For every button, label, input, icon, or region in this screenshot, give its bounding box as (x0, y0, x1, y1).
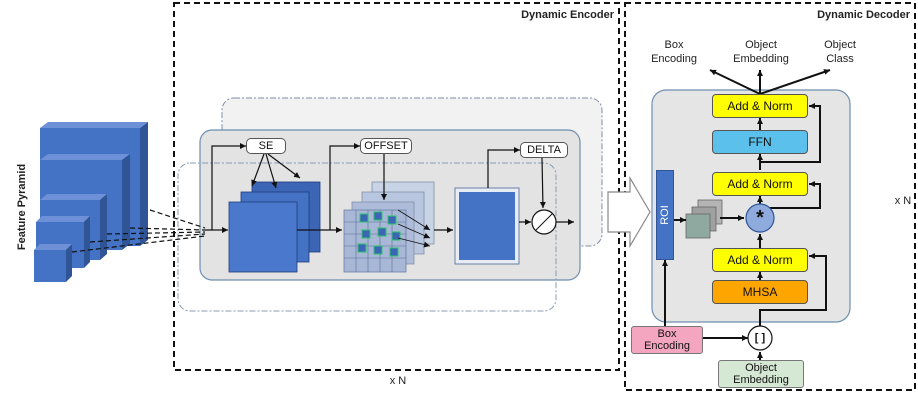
add-norm-low-block: Add & Norm (712, 248, 808, 272)
offset-block: OFFSET (360, 138, 412, 154)
encoder-panel-front (177, 162, 557, 312)
dynamic-decoder-title: Dynamic Decoder (817, 9, 910, 21)
encoder-to-decoder-arrow (607, 175, 651, 249)
concat-circle (747, 325, 773, 351)
object-embedding-input: Object Embedding (718, 360, 804, 388)
pyramid-cube-5 (34, 244, 72, 282)
output-box-encoding: Box Encoding (651, 39, 697, 65)
add-norm-mid-block: Add & Norm (712, 172, 808, 196)
se-feature-stack (228, 181, 321, 273)
feature-pyramid-label: Feature Pyramid (16, 163, 28, 251)
add-norm-top-block: Add & Norm (712, 94, 808, 118)
concat-symbol: [ ] (754, 332, 766, 344)
dynamic-encoder-frame (173, 2, 620, 371)
roi-feature-stack (685, 199, 723, 239)
decoder-repeat-label: x N (894, 195, 912, 207)
delta-block: DELTA (520, 142, 568, 158)
multiply-symbol: * (756, 206, 764, 229)
output-feature-map (454, 187, 520, 265)
offset-grid-stack (343, 181, 435, 273)
roi-label: ROI (659, 205, 671, 225)
ffn-block: FFN (712, 130, 808, 154)
multiply-circle (745, 203, 775, 233)
pyramid-projection-lines (71, 209, 206, 253)
se-block: SE (246, 138, 286, 154)
encoder-connections (205, 143, 574, 233)
delta-blend-circle (531, 209, 557, 235)
output-object-embedding: Object Embedding (733, 39, 789, 65)
mhsa-block: MHSA (712, 280, 808, 304)
feature-pyramid (34, 122, 148, 282)
encoder-repeat-label: x N (389, 375, 407, 387)
dynamic-encoder-title: Dynamic Encoder (521, 9, 614, 21)
box-encoding-input: Box Encoding (631, 326, 703, 354)
roi-block: ROI (656, 170, 674, 260)
output-object-class: Object Class (824, 39, 856, 65)
